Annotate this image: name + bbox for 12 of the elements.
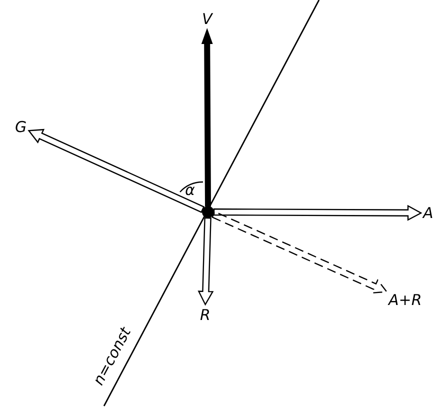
arrow [212, 210, 388, 294]
arrow [201, 28, 213, 206]
arrow [213, 204, 422, 221]
vector-label: A+R [388, 292, 422, 308]
junction-dot [202, 206, 214, 218]
vector-label: G [15, 118, 27, 136]
vector-label: V [202, 10, 212, 28]
vector-label: R [200, 306, 210, 324]
arrow [198, 217, 214, 306]
angle-label: α [185, 182, 195, 198]
vector-label: A [423, 204, 434, 222]
arrow [28, 128, 205, 213]
